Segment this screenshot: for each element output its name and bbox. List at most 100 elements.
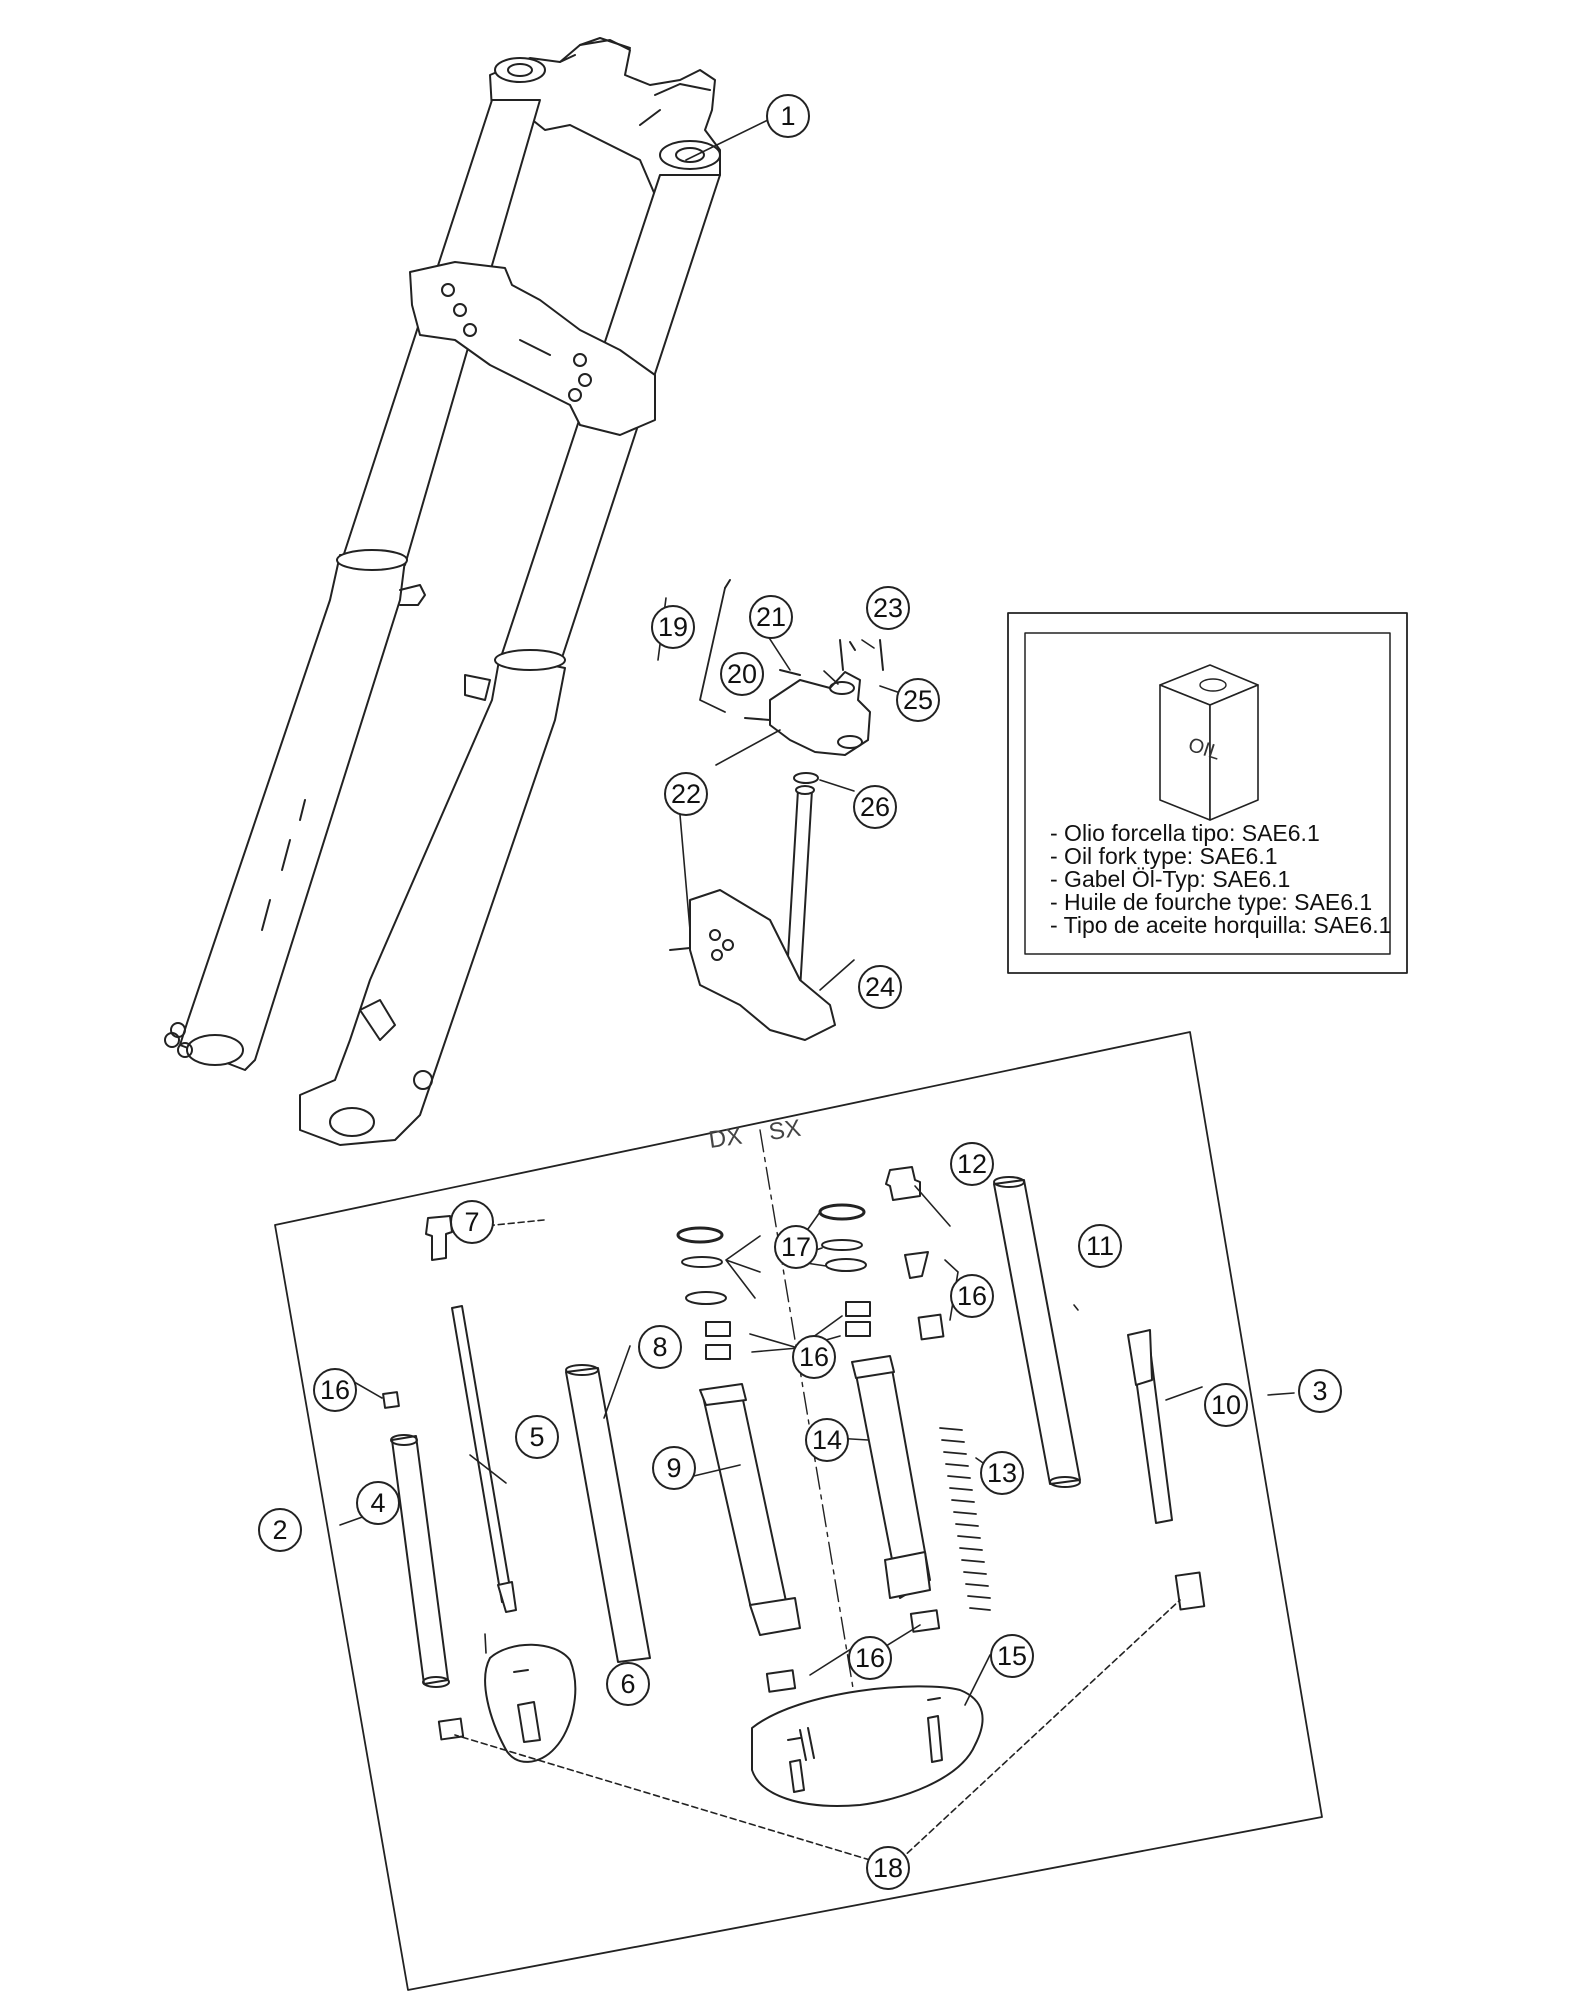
callout-circle [1078,1224,1122,1268]
side-label-sx: SX [767,1115,802,1146]
callout-number: 11 [1086,1231,1114,1261]
callout-number: 18 [873,1853,903,1883]
callout-c11: 11 [1078,1224,1122,1268]
callout-circle [515,1415,559,1459]
callout-circle [774,1225,818,1269]
callout-circle [652,1446,696,1490]
part-9-slider [701,1385,791,1633]
callout-circle [450,1200,494,1244]
callout-number: 25 [903,685,933,715]
callout-circle [766,94,810,138]
callout-c1: 1 [766,94,810,138]
callout-c12: 12 [950,1142,994,1186]
callout-c18: 18 [866,1846,910,1890]
callout-c19: 19 [651,605,695,649]
fork-assembly [164,37,721,1146]
callout-c9: 9 [652,1446,696,1490]
small-lower-clamp [689,889,836,1041]
callout-c5: 5 [515,1415,559,1459]
oil-note-es: - Tipo de aceite horquilla: SAE6.1 [1050,912,1392,938]
callout-number: 15 [997,1641,1027,1671]
callout-number: 21 [756,602,786,632]
callout-number: 1 [780,101,795,131]
oil-box-outer [1007,612,1408,974]
callout-number: 13 [987,1458,1017,1488]
callout-circle [1298,1369,1342,1413]
callout-c21: 21 [749,595,793,639]
callout-c14: 14 [805,1418,849,1462]
callout-number: 4 [370,1488,385,1518]
callout-circle [664,772,708,816]
callout-number: 16 [320,1375,350,1405]
callout-c6: 6 [606,1662,650,1706]
internals-frame: DX SX [274,1031,1323,1991]
callout-number: 23 [873,593,903,623]
dx-sx-divider [759,1129,871,1791]
callout-number: 26 [860,792,890,822]
side-label-dx: DX [707,1123,744,1154]
callout-number: 3 [1312,1376,1327,1406]
callout-circle [853,785,897,829]
callout-number: 9 [666,1453,681,1483]
callout-bubbles: 1234567891011121314151616161617181920212… [258,94,1342,1890]
oil-note-fr: - Huile de fourche type: SAE6.1 [1050,889,1373,915]
right-fork-leg [299,654,566,1146]
callout-circle [749,595,793,639]
callout-circle [720,652,764,696]
callout-c23: 23 [866,586,910,630]
callout-number: 17 [781,1232,811,1262]
callout-number: 22 [671,779,701,809]
oil-note-it: - Olio forcella tipo: SAE6.1 [1050,820,1320,846]
part-17-seal-1 [676,1226,724,1244]
callout-circle [606,1662,650,1706]
oil-specification-box: OIL [1007,612,1408,974]
callout-number: 14 [812,1425,842,1455]
callout-circle [638,1325,682,1369]
callout-circle [858,965,902,1009]
callout-c16a: 16 [313,1368,357,1412]
callout-circle [651,605,695,649]
callout-c13: 13 [980,1451,1024,1495]
callout-number: 16 [855,1643,885,1673]
callout-c22: 22 [664,772,708,816]
callout-c4: 4 [356,1481,400,1525]
callout-c10: 10 [1204,1383,1248,1427]
callout-number: 10 [1211,1390,1241,1420]
oil-type-notes: - Olio forcella tipo: SAE6.1 - Oil fork … [1050,820,1392,938]
callout-c20: 20 [720,652,764,696]
part-12-cap [885,1166,921,1201]
callout-c15: 15 [990,1634,1034,1678]
callout-number: 16 [957,1281,987,1311]
part-7-cap [425,1215,453,1261]
callout-number: 20 [727,659,757,689]
callout-circle [950,1142,994,1186]
callout-number: 19 [658,612,688,642]
part-4-cartridge [391,1435,449,1685]
callout-circle [805,1418,849,1462]
small-upper-clamp [769,671,871,756]
callout-c16d: 16 [848,1636,892,1680]
internals-frame-border [274,1031,1323,1991]
callout-circle [866,1846,910,1890]
callout-circle [258,1508,302,1552]
left-fork-leg [179,554,406,1071]
oil-note-en: - Oil fork type: SAE6.1 [1050,843,1278,869]
callout-number: 24 [865,972,895,1002]
callout-c26: 26 [853,785,897,829]
callout-c24: 24 [858,965,902,1009]
callout-circle [313,1368,357,1412]
callout-c17: 17 [774,1225,818,1269]
callout-c25: 25 [896,678,940,722]
lower-triple-clamp [409,261,656,436]
bracket-outline-19 [699,587,726,713]
callout-circle [866,586,910,630]
callout-number: 5 [529,1422,544,1452]
callout-circle [896,678,940,722]
callout-circle [1204,1383,1248,1427]
part-15-kit-pouch [751,1685,984,1807]
callout-number: 8 [652,1332,667,1362]
callout-c3: 3 [1298,1369,1342,1413]
callout-c7: 7 [450,1200,494,1244]
